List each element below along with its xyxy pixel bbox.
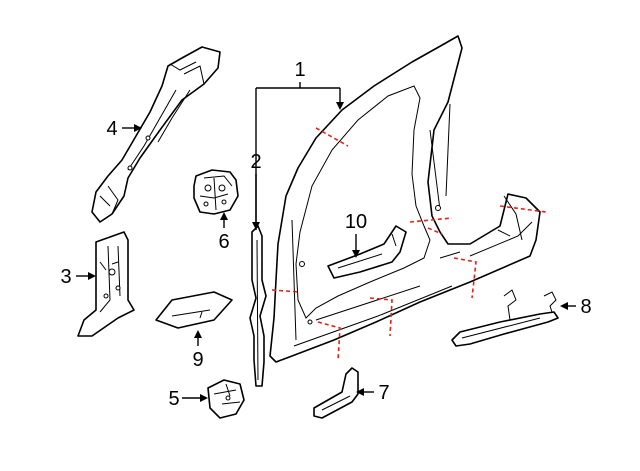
cut-line-b-pillar-lower bbox=[427, 227, 443, 235]
arrow-10 bbox=[352, 250, 360, 258]
part-5-bracket[interactable] bbox=[207, 379, 245, 419]
part-9-rocker-pad[interactable] bbox=[155, 291, 233, 329]
callout-10: 10 bbox=[345, 211, 367, 233]
leader-1 bbox=[255, 82, 341, 230]
callout-9: 9 bbox=[192, 349, 203, 371]
cut-line-sill-mid bbox=[369, 297, 393, 337]
part-1-body-side-aperture[interactable] bbox=[269, 35, 541, 363]
arrow-3 bbox=[88, 272, 96, 280]
cut-lines bbox=[271, 127, 547, 361]
part-7-sill-extension[interactable] bbox=[313, 367, 359, 419]
callout-4: 4 bbox=[106, 118, 117, 140]
arrow-9 bbox=[194, 330, 202, 338]
cut-line-front-pillar bbox=[271, 289, 301, 293]
cut-line-a-pillar-upper bbox=[315, 127, 349, 147]
part-3-lower-pillar[interactable] bbox=[77, 231, 135, 337]
callout-3: 3 bbox=[60, 266, 71, 288]
callout-1: 1 bbox=[294, 59, 305, 81]
cut-line-rear-upper bbox=[499, 205, 547, 213]
callout-8: 8 bbox=[580, 296, 591, 318]
callout-6: 6 bbox=[218, 231, 229, 253]
arrow-4 bbox=[134, 124, 142, 132]
callout-2: 2 bbox=[250, 151, 261, 173]
callout-labels: 1 2 3 4 5 6 7 8 9 10 bbox=[60, 59, 591, 410]
arrow-2 bbox=[252, 222, 260, 230]
cut-line-sill-front bbox=[317, 321, 341, 361]
arrow-1 bbox=[336, 102, 344, 110]
part-4-pillar-reinforcement[interactable] bbox=[91, 46, 221, 223]
arrow-6 bbox=[220, 212, 228, 220]
part-2-pillar-strip[interactable] bbox=[249, 225, 267, 387]
part-8-rocker-molding[interactable] bbox=[451, 289, 559, 347]
cut-line-rear-sill bbox=[453, 257, 477, 299]
arrow-8 bbox=[560, 302, 568, 310]
part-10-sill-plate[interactable] bbox=[327, 225, 407, 279]
callout-5: 5 bbox=[168, 388, 179, 410]
part-6-hinge-bracket[interactable] bbox=[193, 169, 239, 215]
arrow-7 bbox=[356, 388, 364, 396]
callout-7: 7 bbox=[378, 382, 389, 404]
arrow-5 bbox=[200, 394, 208, 402]
cut-line-b-pillar bbox=[409, 217, 453, 223]
leader-lines bbox=[76, 82, 576, 402]
